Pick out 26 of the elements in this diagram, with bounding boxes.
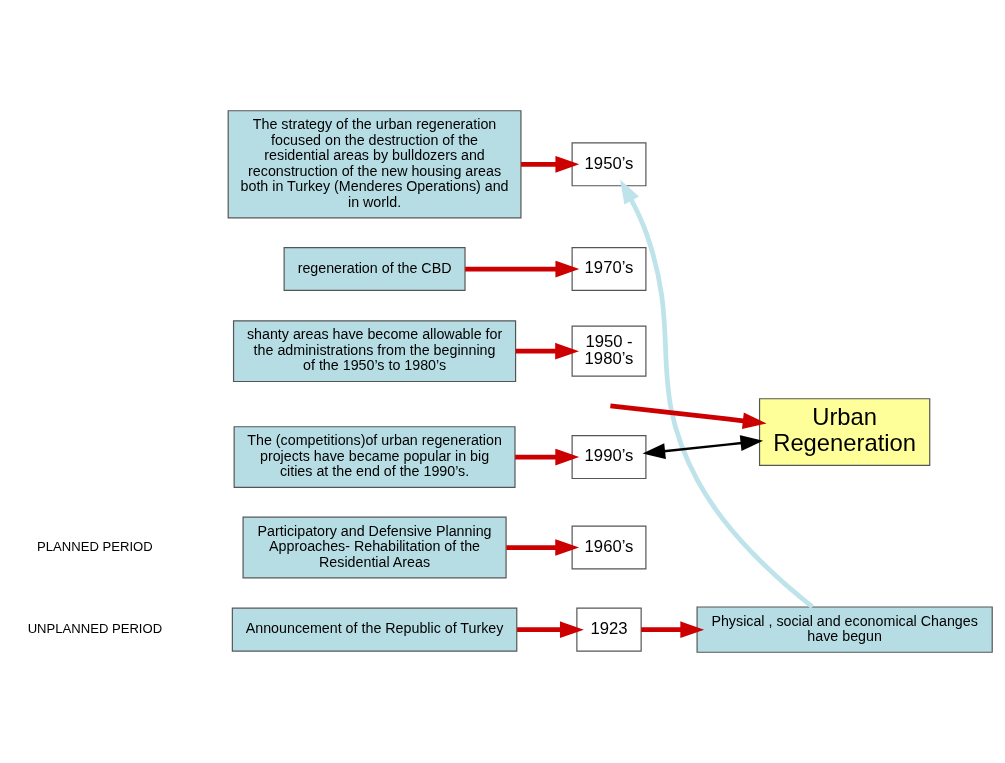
arrow <box>465 260 580 278</box>
arrow <box>620 179 814 609</box>
node-box: Physical , social and economical Changes have begun <box>696 606 993 653</box>
arrow <box>642 435 764 460</box>
node-box: 1923 <box>576 607 642 652</box>
node-box: Urban Regeneration <box>758 398 931 466</box>
label: PLANNED PERIOD <box>37 538 153 554</box>
node-box: Participatory and Defensive Planning Approaches- Rehabilitation of the Residential Areas <box>242 516 507 579</box>
node-box: 1950’s <box>571 142 647 187</box>
node-box: 1960’s <box>571 525 647 570</box>
node-box: 1970’s <box>571 247 647 292</box>
label: UNPLANNED PERIOD <box>27 620 163 636</box>
arrow <box>610 403 767 430</box>
node-box: 1950 - 1980’s <box>571 325 647 377</box>
arrow <box>515 448 580 466</box>
node-box: Announcement of the Republic of Turkey <box>231 607 518 652</box>
arrow <box>515 342 580 360</box>
arrow <box>641 621 705 638</box>
node-box: 1990’s <box>571 435 647 480</box>
arrow <box>521 155 580 173</box>
node-box: shanty areas have become allowable for the administrations from the beginning of the 1950’s to 1980’s <box>232 320 517 383</box>
arrow <box>517 621 584 638</box>
arrow <box>506 539 580 556</box>
node-box: The (competitions)of urban regeneration projects have became popular in big cities at the end of the 1990’s. <box>233 426 516 488</box>
node-box: regeneration of the CBD <box>283 247 466 292</box>
node-box: The strategy of the urban regeneration focused on the destruction of the residential areas by bulldozers and reconstruction of the new housing areas both in Turkey (Menderes Operations) and in world. <box>227 110 522 219</box>
